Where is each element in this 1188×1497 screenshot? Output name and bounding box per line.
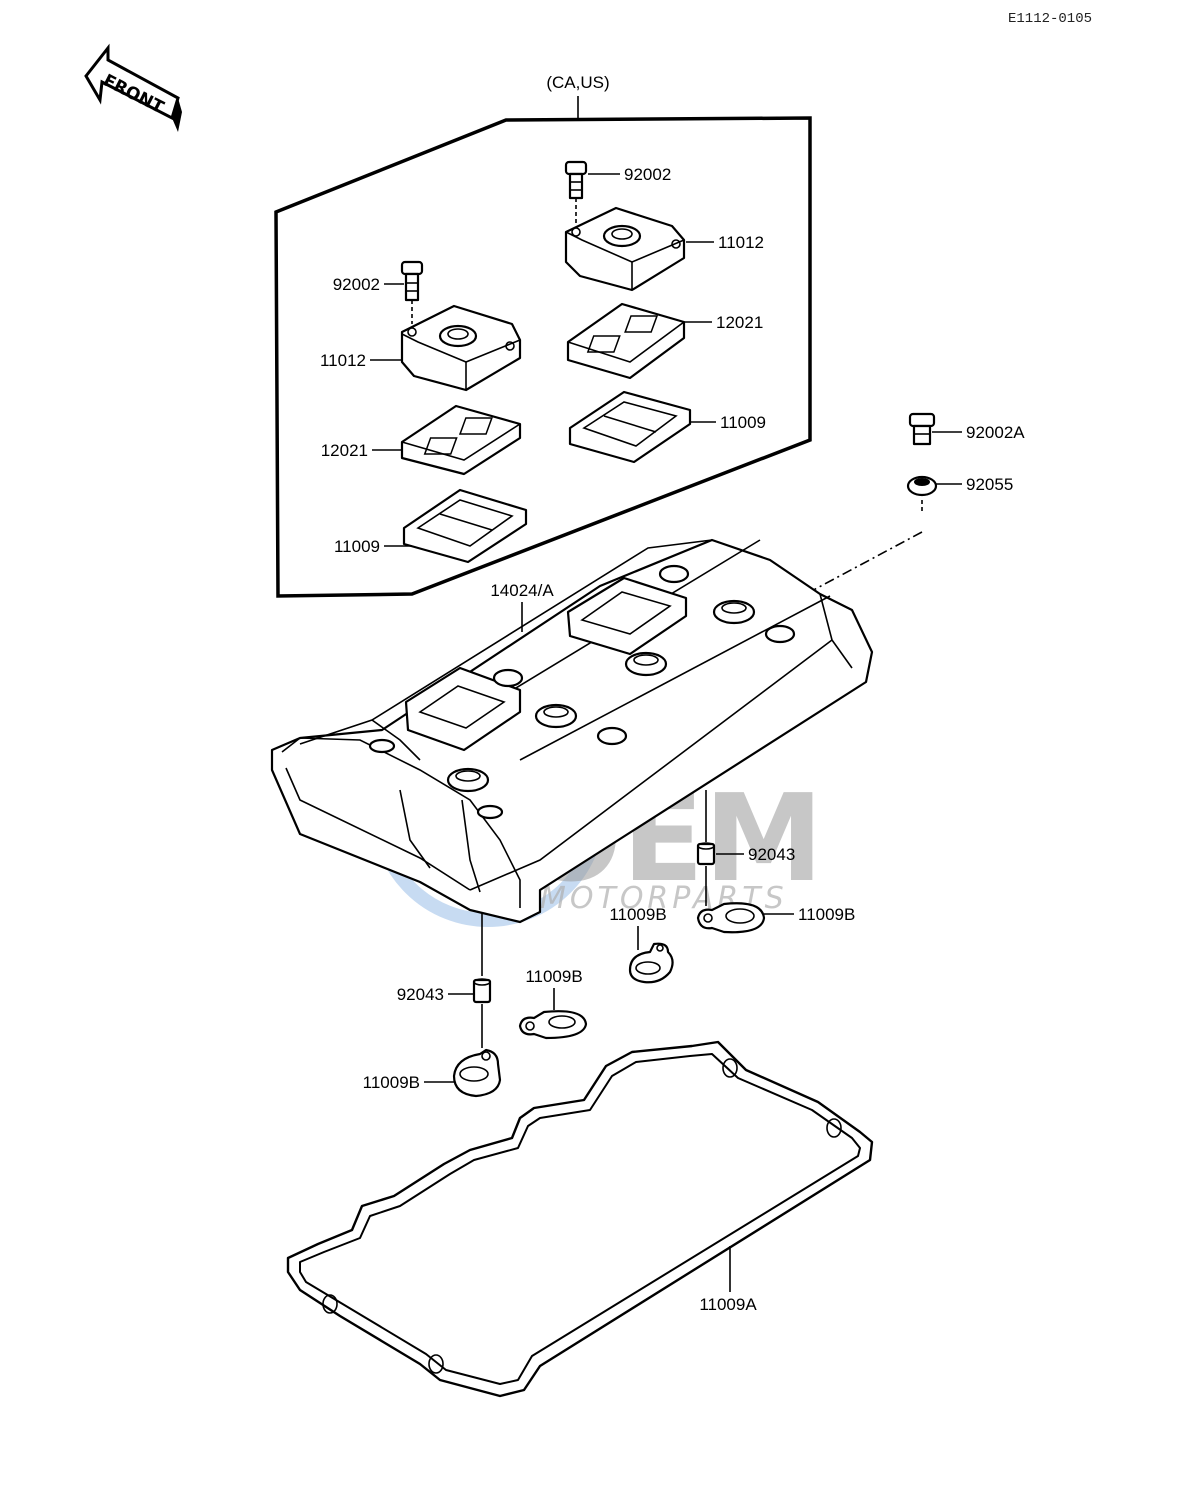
drawing-code: E1112-0105 <box>1008 11 1092 27</box>
part-label: 92002 <box>333 275 380 294</box>
part-label: 11009 <box>334 537 380 556</box>
part-label: 11009 <box>720 413 766 432</box>
oil-seal-washer-icon <box>452 1048 502 1098</box>
part-label: 92002 <box>624 165 671 184</box>
part-label: 12021 <box>321 441 368 460</box>
part-label: 11012 <box>718 233 764 252</box>
breather-cover-plate <box>564 206 686 292</box>
bolt-icon <box>564 160 588 200</box>
part-label: 92043 <box>748 845 795 864</box>
breather-cover-plate <box>400 304 522 392</box>
part-label: 92043 <box>397 985 444 1004</box>
head-cover-gasket <box>286 1040 874 1398</box>
part-label: 11009A <box>699 1295 757 1314</box>
front-arrow-icon: FRONT <box>84 43 182 132</box>
ca-us-group-frame <box>274 116 812 598</box>
dowel-pin-icon <box>696 842 716 866</box>
group-label: (CA,US) <box>546 73 609 92</box>
cylinder-head-cover <box>270 538 874 924</box>
part-label: 11009B <box>798 905 855 924</box>
part-label: 12021 <box>716 313 763 332</box>
reed-valve-plate <box>566 302 686 380</box>
bolt-icon <box>400 260 424 302</box>
part-label: 11009B <box>609 905 666 924</box>
part-label: 92002A <box>966 423 1025 442</box>
part-label: 11009B <box>525 967 582 986</box>
dowel-pin-icon <box>472 978 492 1004</box>
bolt-icon <box>908 412 936 446</box>
part-label: 14024/A <box>490 581 554 600</box>
oil-seal-washer-icon <box>518 1010 588 1040</box>
reed-valve-gasket <box>402 488 528 564</box>
reed-valve-gasket <box>568 390 692 464</box>
washer-icon <box>906 475 938 497</box>
oil-seal-washer-icon <box>696 902 766 934</box>
part-label: 11009B <box>363 1073 420 1092</box>
oil-seal-washer-icon <box>628 942 674 984</box>
reed-valve-plate <box>400 404 522 476</box>
part-label: 92055 <box>966 475 1013 494</box>
part-label: 11012 <box>320 351 366 370</box>
